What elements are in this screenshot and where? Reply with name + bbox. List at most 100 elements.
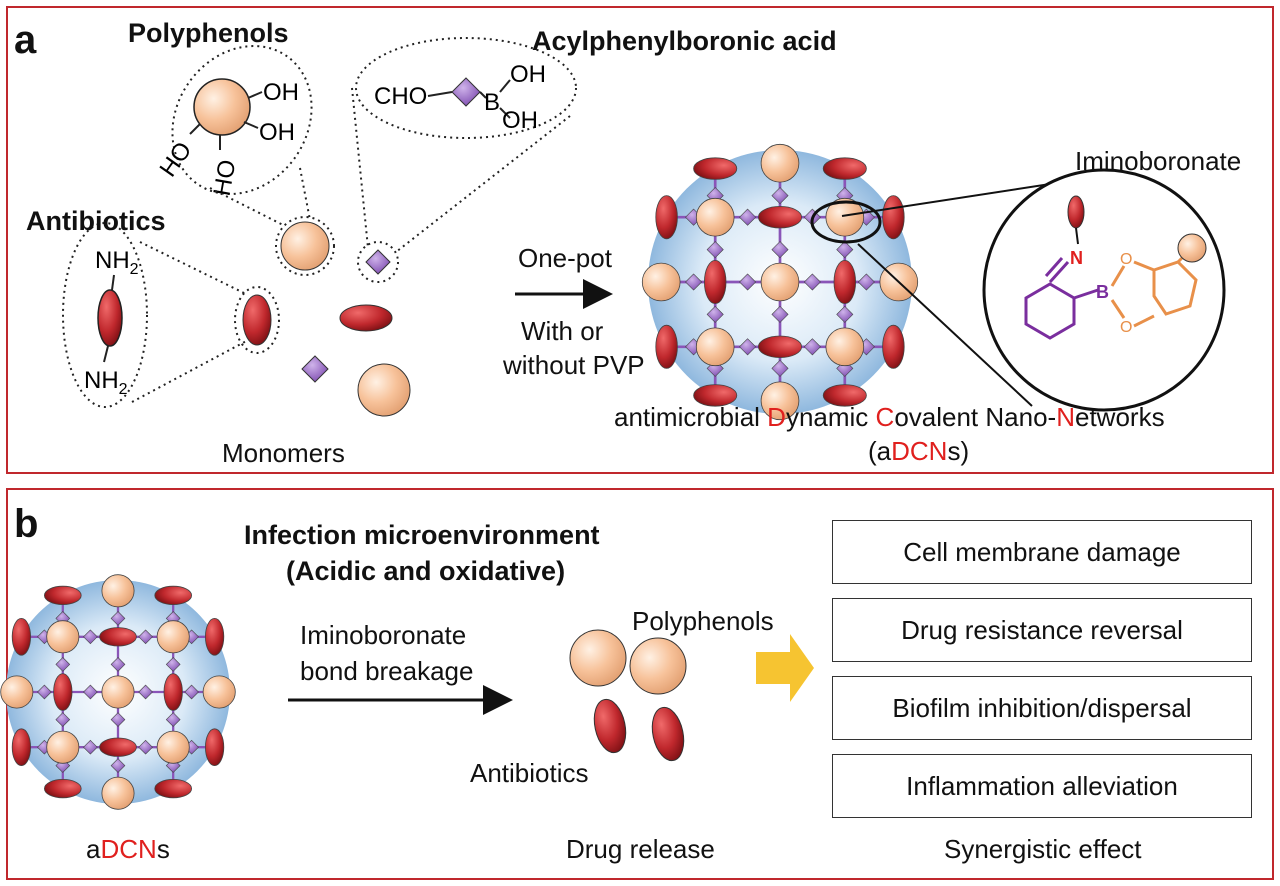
with-or-label: With or [521, 316, 604, 346]
polyphenol-callout: OH OH HO HO [155, 45, 313, 198]
antibiotic-capsule [655, 324, 678, 369]
boronic-diamond [771, 241, 789, 259]
antibiotic-capsule [655, 195, 678, 240]
polyphenol-sphere [101, 776, 135, 810]
antibiotic-capsule [882, 324, 905, 369]
antibiotic-capsule [154, 778, 193, 799]
without-pvp-label: without PVP [503, 350, 645, 380]
antibiotics-heading: Antibiotics [26, 206, 166, 236]
chem-o-2: O [1120, 319, 1132, 336]
polyphenol-sphere [760, 262, 800, 302]
polyphenol-sphere [0, 675, 34, 709]
boronic-diamond [110, 758, 126, 773]
drug-release-label: Drug release [566, 834, 715, 864]
antibiotic-capsule [833, 259, 857, 304]
boronic-diamond [138, 684, 153, 700]
boronic-diamond [37, 684, 52, 700]
released-components [569, 629, 687, 762]
boronic-diamond [110, 611, 126, 626]
chem-b: B [484, 89, 500, 116]
boronic-diamond [83, 684, 98, 700]
antibiotic-capsule [758, 206, 803, 229]
synergistic-effect-label: Synergistic effect [944, 834, 1142, 864]
antibiotic-capsule [693, 384, 738, 407]
monomers-label: Monomers [222, 438, 345, 468]
boronic-acid-heading: Acylphenylboronic acid [532, 26, 837, 56]
polyphenol-sphere [641, 262, 681, 302]
effect-cell-membrane: Cell membrane damage [832, 520, 1252, 584]
boronic-diamond [138, 739, 153, 755]
antibiotic-capsule [44, 778, 82, 799]
boronic-diamond [138, 629, 153, 645]
panel-a-letter: a [14, 18, 37, 62]
bond-breakage-label: bond breakage [300, 656, 474, 686]
chem-oh-3: OH [510, 61, 546, 88]
boronic-diamond [110, 657, 126, 672]
boronic-diamond [771, 305, 789, 323]
boronic-callout: CHO B OH OH [355, 37, 577, 139]
boronic-diamond [685, 273, 703, 291]
polyphenol-sphere [825, 197, 865, 237]
polyphenol-sphere [46, 730, 80, 764]
antibiotic-capsule [99, 737, 137, 757]
polyphenol-sphere [760, 381, 800, 421]
boronic-diamond [55, 712, 71, 727]
antibiotic-capsule [44, 585, 82, 606]
synergy-arrow-icon [756, 634, 814, 702]
boronic-diamond [803, 338, 821, 356]
boronic-diamond [706, 305, 724, 323]
boronic-diamond [83, 739, 98, 755]
iminoboronate-arrow-label: Iminoboronate [300, 620, 467, 650]
antibiotic-capsule [704, 259, 727, 304]
panel-a-frame [6, 6, 1274, 474]
effect-inflammation: Inflammation alleviation [832, 754, 1252, 818]
one-pot-label: One-pot [518, 243, 612, 273]
boronic-diamond [165, 657, 181, 672]
antibiotic-capsule [205, 617, 225, 656]
chem-ho-1: HO [155, 137, 198, 182]
chem-oh-4: OH [502, 107, 538, 134]
antibiotics-released-label: Antibiotics [470, 758, 589, 788]
boronic-diamond [83, 629, 98, 645]
chem-oh-1: OH [263, 79, 299, 106]
chem-nh2-bottom: NH2 [84, 367, 128, 398]
antibiotic-capsule [154, 585, 193, 606]
antibiotic-capsule [693, 157, 738, 180]
chem-cho: CHO [374, 83, 427, 110]
panel-b-letter: b [14, 502, 39, 546]
boronic-diamond [803, 273, 821, 291]
adcns-label: aDCNs [86, 834, 170, 864]
antibiotic-capsule [11, 617, 31, 656]
boronic-diamond [836, 241, 854, 259]
chem-n: N [1070, 248, 1083, 268]
boronic-diamond [857, 273, 875, 291]
boronic-diamond [739, 338, 757, 356]
polyphenols-heading: Polyphenols [128, 18, 289, 48]
infection-heading: Infection microenvironment [244, 520, 600, 550]
network-b [0, 574, 236, 810]
polyphenol-sphere [46, 620, 80, 654]
polyphenol-sphere [156, 620, 190, 654]
network-acronym: (aDCNs) [868, 436, 970, 466]
effect-biofilm: Biofilm inhibition/dispersal [832, 676, 1252, 740]
chem-o-1: O [1120, 251, 1132, 268]
chem-oh-2: OH [259, 119, 295, 146]
callout-leaders [131, 87, 571, 403]
boronic-diamond [771, 359, 789, 377]
antibiotic-capsule [882, 195, 905, 240]
effect-drug-resistance: Drug resistance reversal [832, 598, 1252, 662]
antibiotic-capsule [822, 384, 867, 407]
iminoboronate-label: Iminoboronate [1075, 146, 1242, 176]
boronic-diamond [771, 187, 789, 205]
polyphenol-sphere [156, 730, 190, 764]
polyphenol-sphere [760, 143, 800, 183]
loose-monomers [234, 216, 411, 417]
chem-boron: B [1096, 282, 1109, 302]
polyphenols-released-label: Polyphenols [632, 606, 774, 636]
boronic-diamond [739, 208, 757, 226]
iminoboronate-zoom: N B O O [810, 168, 1226, 412]
antibiotic-capsule [99, 627, 137, 647]
polyphenol-sphere [695, 327, 735, 367]
boronic-diamond [706, 241, 724, 259]
